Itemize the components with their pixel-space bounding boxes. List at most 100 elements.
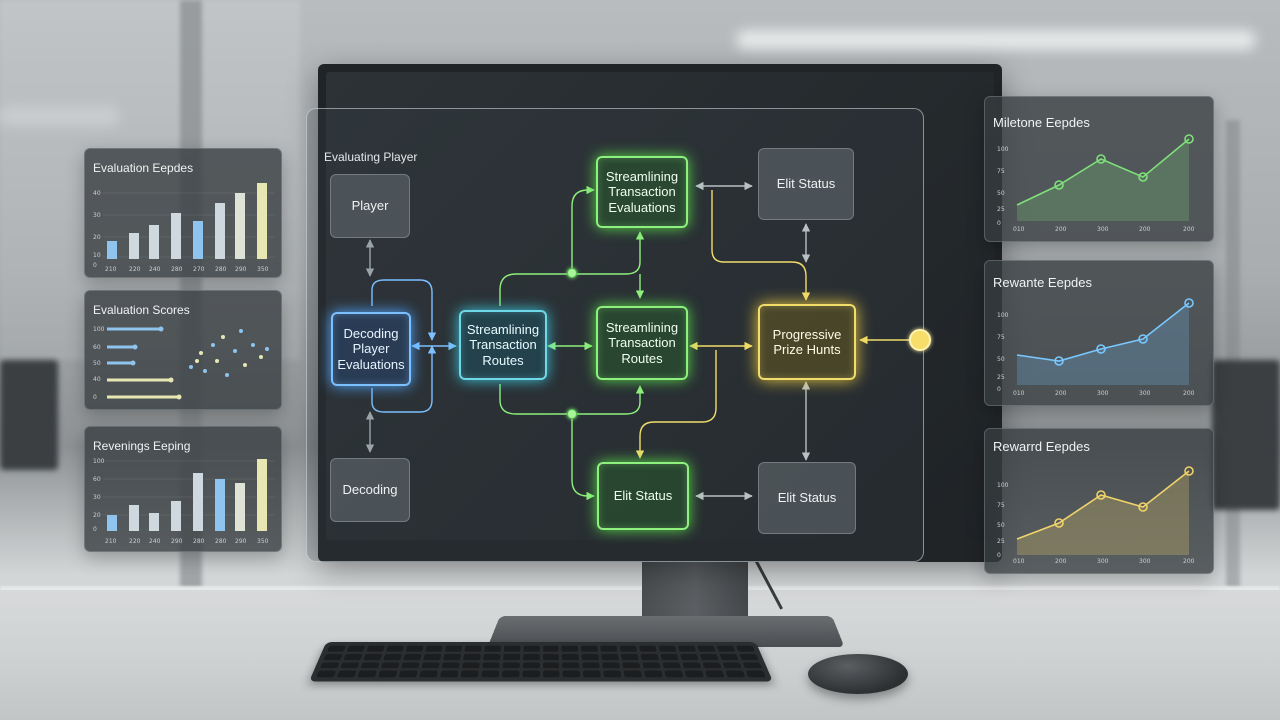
- x-tick: 270: [193, 266, 205, 273]
- keyboard-key: [600, 645, 618, 652]
- keyboard-key: [699, 653, 719, 660]
- panel-title: Miletone Eepdes: [993, 115, 1090, 130]
- point: [265, 347, 269, 351]
- panel-title: Rewarrd Eepdes: [993, 439, 1090, 454]
- keyboard-key: [464, 645, 482, 652]
- keyboard-key: [316, 670, 337, 678]
- node-progressive-prize-hunts[interactable]: Progressive Prize Hunts: [758, 304, 856, 380]
- y-ticks: 100 60 50 40 0: [93, 326, 105, 401]
- bar: [257, 183, 267, 259]
- node-elit-status-green[interactable]: Elit Status: [597, 462, 689, 530]
- keyboard-key: [680, 653, 699, 660]
- y-tick: 50: [997, 356, 1005, 363]
- hbar-end: [158, 326, 164, 332]
- point: [203, 369, 207, 373]
- hbar-scatter-chart: 100 60 50 40 0: [93, 326, 269, 401]
- node-elit-status-top[interactable]: Elit Status: [758, 148, 854, 220]
- y-tick: 100: [93, 458, 105, 465]
- x-tick: 300: [1139, 558, 1151, 565]
- keyboard-key: [346, 645, 366, 652]
- point: [233, 349, 237, 353]
- keyboard-key: [480, 670, 499, 678]
- background-monitor: [0, 360, 58, 470]
- bar: [149, 225, 159, 259]
- panel-title: Evaluation Eepdes: [93, 161, 194, 175]
- keyboard-key: [662, 662, 682, 669]
- node-decoding-player-evaluations[interactable]: Decoding Player Evaluations: [331, 312, 411, 386]
- area-fill: [1017, 471, 1189, 555]
- x-tick: 010: [1013, 390, 1025, 397]
- keyboard-key: [400, 662, 420, 669]
- point: [1054, 518, 1064, 528]
- keyboard-key: [323, 653, 343, 660]
- y-tick: 40: [93, 190, 101, 197]
- node-label: Progressive Prize Hunts: [772, 326, 842, 357]
- y-tick: 20: [93, 234, 101, 241]
- node-label: Streamlining Transaction Routes: [466, 322, 540, 368]
- keyboard-key: [327, 645, 346, 652]
- ceiling-light: [736, 30, 1256, 50]
- bar: [235, 193, 245, 259]
- node-streamlining-transaction-routes-left[interactable]: Streamlining Transaction Routes: [459, 310, 547, 380]
- background-monitor: [1212, 360, 1280, 510]
- keyboard-key: [684, 670, 705, 678]
- x-tick: 300: [1139, 390, 1151, 397]
- bar: [257, 459, 267, 531]
- keyboard-key: [619, 645, 638, 652]
- x-tick: 200: [1055, 558, 1067, 565]
- point: [189, 365, 193, 369]
- keyboard-key: [483, 645, 501, 652]
- keyboard-key: [380, 662, 400, 669]
- flow-diagram-title: Evaluating Player: [324, 150, 418, 164]
- point: [215, 359, 219, 363]
- y-tick: 20: [93, 512, 101, 519]
- node-decoding[interactable]: Decoding: [330, 458, 410, 522]
- keyboard-key: [581, 653, 600, 660]
- y-tick: 10: [93, 252, 101, 259]
- point: [1054, 180, 1064, 190]
- y-tick: 0: [93, 394, 97, 401]
- node-streamlining-transaction-evaluations[interactable]: Streamlining Transaction Evaluations: [596, 156, 688, 228]
- monitor-stand: [642, 552, 748, 624]
- node-elit-status-bottom[interactable]: Elit Status: [758, 462, 856, 534]
- y-tick: 75: [997, 334, 1005, 341]
- x-tick: 290: [171, 538, 183, 545]
- y-tick: 30: [93, 494, 101, 501]
- point: [239, 329, 243, 333]
- node-label: Elit Status: [613, 488, 673, 504]
- node-streamlining-transaction-routes-mid[interactable]: Streamlining Transaction Routes: [596, 306, 688, 380]
- x-tick: 200: [1055, 390, 1067, 397]
- point: [199, 351, 203, 355]
- keyboard-key: [439, 670, 459, 678]
- x-tick: 280: [215, 538, 227, 545]
- keyboard-key: [716, 645, 736, 652]
- point: [1096, 490, 1106, 500]
- keyboard-key: [336, 670, 357, 678]
- node-label: Elit Status: [776, 176, 836, 192]
- keyboard-key: [442, 653, 461, 660]
- x-tick: 220: [129, 266, 141, 273]
- keyboard-key: [319, 662, 340, 669]
- node-player[interactable]: Player: [330, 174, 410, 238]
- series-line: [1016, 138, 1190, 206]
- keyboard-key: [658, 645, 677, 652]
- keyboard-key: [562, 670, 581, 678]
- keyboard-key: [640, 653, 659, 660]
- bar: [215, 203, 225, 259]
- x-tick: 300: [1097, 390, 1109, 397]
- y-tick: 25: [997, 538, 1005, 545]
- bar: [171, 501, 181, 531]
- x-tick: 200: [1183, 226, 1195, 233]
- bar: [107, 241, 117, 259]
- keyboard-key: [639, 645, 658, 652]
- y-tick: 100: [997, 312, 1009, 319]
- keyboard-key: [736, 645, 755, 652]
